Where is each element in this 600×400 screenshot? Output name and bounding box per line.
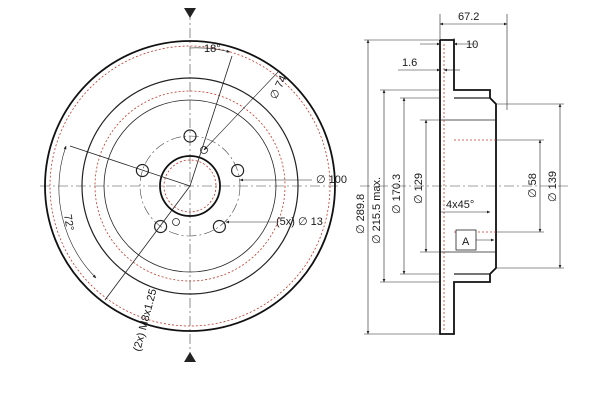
bolt-hole xyxy=(212,219,226,234)
front-view: 18° ∅ 74 ∅ 100 (5x) ∅ 13 72° (2x) M8x1.2… xyxy=(40,8,347,362)
outer-disc-edge xyxy=(44,40,336,332)
offset-label: 1.6 xyxy=(402,57,417,69)
bolt-hole xyxy=(135,163,149,178)
dia-170-label: ∅ 170.3 xyxy=(391,174,403,214)
dia-129-label: ∅ 129 xyxy=(413,173,425,204)
center-bore xyxy=(159,155,221,217)
dia-58-label: ∅ 58 xyxy=(527,173,539,198)
angle-18-arc xyxy=(189,47,231,53)
side-view: 67.2 10 1.6 ∅ 289.8 ∅ 215.5 max. ∅ 170.3… xyxy=(355,11,570,335)
bolt-circle xyxy=(139,135,241,237)
width-label: 67.2 xyxy=(458,11,479,23)
thread-leader-ray xyxy=(104,185,191,301)
holes-label: (5x) ∅ 13 xyxy=(276,216,323,228)
section-arrow-bottom xyxy=(184,352,196,362)
pcd-leader xyxy=(203,71,279,151)
dia-100-label: ∅ 100 xyxy=(316,174,347,186)
angle-72-label: 72° xyxy=(61,213,76,231)
bolt-hole xyxy=(231,163,245,178)
dia-289-label: ∅ 289.8 xyxy=(355,194,367,234)
bolt-hole xyxy=(183,129,197,143)
datum-label: A xyxy=(462,236,470,248)
angle-ray-72 xyxy=(69,145,191,187)
angle-ray-18 xyxy=(189,55,233,187)
hat-outer-edge xyxy=(103,99,277,273)
thickness-label: 10 xyxy=(466,39,478,51)
center-bore-chamfer xyxy=(163,159,217,213)
threaded-hole xyxy=(172,218,180,226)
pcd-label: ∅ 74 xyxy=(268,74,290,102)
disc-profile xyxy=(439,39,497,335)
threaded-hole xyxy=(200,146,208,154)
angle-72-arc xyxy=(58,145,97,279)
chamfer-label: 4x45° xyxy=(446,199,474,211)
section-arrow-top xyxy=(184,8,196,18)
outer-hidden-edge xyxy=(49,45,331,327)
angle-18-label: 18° xyxy=(204,43,221,55)
bolt-hole xyxy=(154,219,168,234)
dia-139-label: ∅ 139 xyxy=(547,171,559,202)
dia-215-label: ∅ 215.5 max. xyxy=(371,177,383,244)
